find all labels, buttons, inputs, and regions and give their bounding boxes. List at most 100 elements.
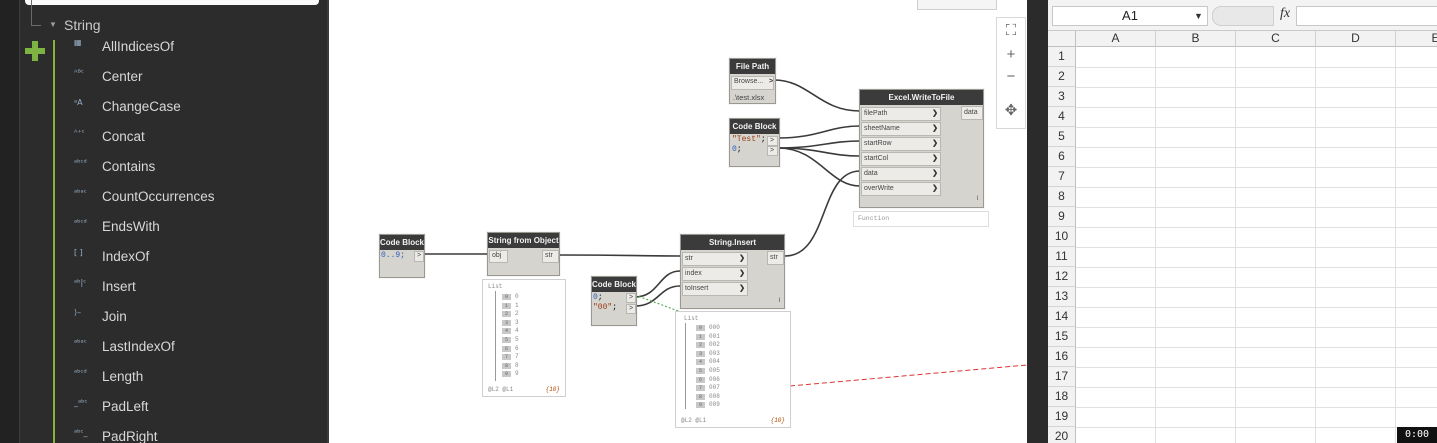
row-header[interactable]: 12 <box>1048 267 1076 287</box>
string-insert-node[interactable]: String.Insert str❯index❯toInsert❯ str l <box>680 234 785 309</box>
row-header[interactable]: 8 <box>1048 187 1076 207</box>
code-line[interactable]: 0..9; <box>381 251 406 260</box>
library-search-input[interactable] <box>25 0 319 5</box>
row-header[interactable]: 9 <box>1048 207 1076 227</box>
cell-row[interactable] <box>1076 187 1437 208</box>
row-header[interactable]: 16 <box>1048 347 1076 367</box>
input-port[interactable]: toInsert❯ <box>682 282 748 296</box>
row-header[interactable]: 11 <box>1048 247 1076 267</box>
cell-row[interactable] <box>1076 387 1437 408</box>
library-item[interactable]: ▦AllIndicesOf <box>74 33 324 63</box>
code-line[interactable]: "Test"; <box>732 135 766 144</box>
lacing-indicator[interactable]: l <box>779 298 781 304</box>
formula-input[interactable] <box>1296 6 1437 26</box>
cell-row[interactable] <box>1076 367 1437 388</box>
input-port[interactable]: startCol❯ <box>861 152 941 166</box>
code-line[interactable]: 0; <box>732 145 742 154</box>
output-port[interactable]: str <box>542 250 559 263</box>
cell-row[interactable] <box>1076 267 1437 288</box>
cell-row[interactable] <box>1076 247 1437 268</box>
cell-row[interactable] <box>1076 287 1437 308</box>
browse-button[interactable]: Browse... <box>731 76 774 90</box>
canvas-toolbar[interactable] <box>917 0 997 10</box>
row-header[interactable]: 1 <box>1048 47 1076 67</box>
row-header[interactable]: 2 <box>1048 67 1076 87</box>
code-line[interactable]: 0; <box>593 293 603 302</box>
cell-row[interactable] <box>1076 427 1437 443</box>
output-port[interactable]: > <box>414 251 424 262</box>
file-path-node[interactable]: File Path Browse... > .\test.xlsx <box>729 58 776 104</box>
graph-canvas[interactable]: File Path Browse... > .\test.xlsx Code B… <box>329 0 1027 443</box>
column-header[interactable]: D <box>1316 31 1396 47</box>
cell-row[interactable] <box>1076 347 1437 368</box>
row-header[interactable]: 15 <box>1048 327 1076 347</box>
select-all-corner[interactable] <box>1048 31 1076 47</box>
output-port[interactable]: > <box>626 293 636 303</box>
row-header[interactable]: 13 <box>1048 287 1076 307</box>
output-port[interactable]: str <box>767 251 784 265</box>
cell-row[interactable] <box>1076 87 1437 108</box>
cell-row[interactable] <box>1076 107 1437 128</box>
cell-row[interactable] <box>1076 67 1437 88</box>
row-header[interactable]: 19 <box>1048 407 1076 427</box>
insert-function-icon[interactable]: fx <box>1280 6 1291 21</box>
formula-bar-handle[interactable] <box>1212 6 1274 26</box>
output-port[interactable]: > <box>769 78 774 85</box>
input-port[interactable]: data❯ <box>861 167 941 181</box>
lacing-indicator[interactable]: l <box>977 196 979 202</box>
input-port[interactable]: startRow❯ <box>861 137 941 151</box>
cell-row[interactable] <box>1076 407 1437 428</box>
column-header[interactable]: E <box>1396 31 1437 47</box>
zoom-out-icon[interactable]: − <box>1006 68 1016 85</box>
row-header[interactable]: 3 <box>1048 87 1076 107</box>
output-port[interactable]: > <box>626 304 636 314</box>
cell-row[interactable] <box>1076 227 1437 248</box>
dropdown-arrow-icon[interactable]: ▼ <box>1194 11 1203 21</box>
cell-row[interactable] <box>1076 307 1437 328</box>
code-block-node[interactable]: Code Block "Test"; 0; > > <box>729 118 780 167</box>
input-port[interactable]: str❯ <box>682 252 748 266</box>
input-port[interactable]: index❯ <box>682 267 748 281</box>
cell-row[interactable] <box>1076 207 1437 228</box>
zoom-in-icon[interactable]: + <box>1006 46 1016 63</box>
code-block-node[interactable]: Code Block 0..9; > <box>379 234 425 278</box>
column-header[interactable]: B <box>1156 31 1236 47</box>
column-header[interactable]: A <box>1076 31 1156 47</box>
cell-row[interactable] <box>1076 127 1437 148</box>
row-header[interactable]: 7 <box>1048 167 1076 187</box>
row-header[interactable]: 20 <box>1048 427 1076 443</box>
input-port[interactable]: obj <box>489 250 508 263</box>
row-header[interactable]: 5 <box>1048 127 1076 147</box>
row-header[interactable]: 4 <box>1048 107 1076 127</box>
zoom-fit-icon[interactable]: ⛶ <box>1005 22 1017 39</box>
input-port[interactable]: filePath❯ <box>861 107 941 121</box>
row-header[interactable]: 6 <box>1048 147 1076 167</box>
code-block-node[interactable]: Code Block 0; "00"; > > <box>591 276 637 326</box>
output-port[interactable]: data <box>961 106 983 120</box>
row-header[interactable]: 14 <box>1048 307 1076 327</box>
excel-write-to-file-node[interactable]: Excel.WriteToFile filePath❯sheetName❯sta… <box>859 89 984 208</box>
code-line[interactable]: "00"; <box>593 303 617 312</box>
output-port[interactable]: > <box>767 136 778 146</box>
cell-row[interactable] <box>1076 327 1437 348</box>
library-item[interactable]: ᵃᵇᶜ_PadRight <box>74 423 324 443</box>
cell-row[interactable] <box>1076 47 1437 68</box>
name-box[interactable]: A1 <box>1052 6 1208 26</box>
cell-row[interactable] <box>1076 147 1437 168</box>
output-port[interactable]: > <box>767 146 778 156</box>
cell-row[interactable] <box>1076 167 1437 188</box>
row-header[interactable]: 10 <box>1048 227 1076 247</box>
column-header[interactable]: C <box>1236 31 1316 47</box>
input-port[interactable]: overWrite❯ <box>861 182 941 196</box>
pan-icon[interactable]: ✥ <box>1004 102 1018 119</box>
